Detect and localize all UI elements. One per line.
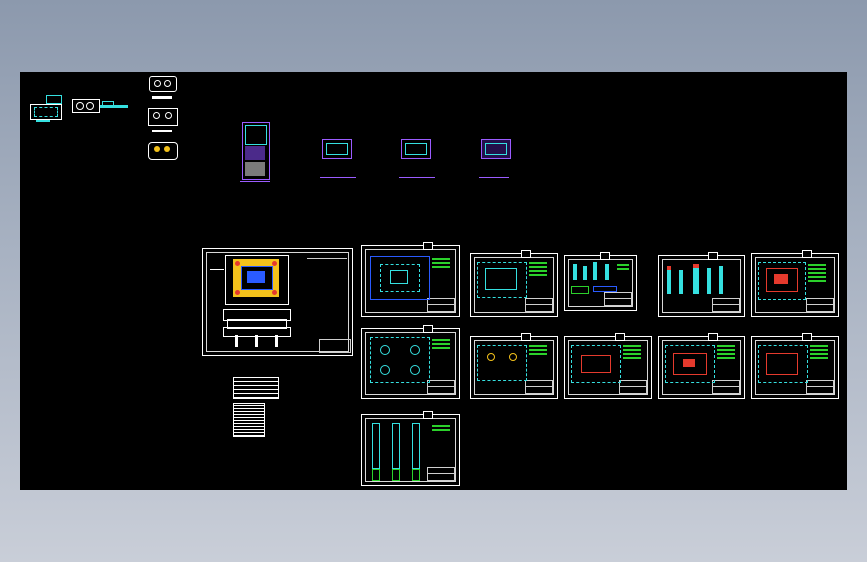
assembly-drawing-sheet[interactable] — [202, 248, 353, 356]
drawing-sheet-plate-8[interactable] — [751, 333, 839, 399]
drawing-sheet-plate-3[interactable] — [751, 250, 839, 317]
drawing-sheet-plate-5[interactable] — [470, 333, 558, 399]
part-view — [399, 139, 435, 178]
drawing-sheet-plate-6[interactable] — [564, 333, 652, 399]
part-view — [479, 139, 511, 178]
drawing-sheet-plate-1[interactable] — [361, 242, 460, 317]
strip-layout-preview — [30, 92, 62, 122]
part-preview-column — [146, 76, 180, 160]
dimension-callout-icon — [100, 105, 128, 108]
part-view-stacked — [240, 122, 270, 182]
bill-of-materials-table — [233, 377, 279, 399]
part-view — [320, 139, 356, 178]
drawing-sheet-guide-pins[interactable] — [361, 411, 460, 486]
drawing-sheet-plate-4[interactable] — [361, 325, 460, 399]
drawing-sheet-plate-7[interactable] — [658, 333, 745, 399]
strip-layout-preview — [72, 99, 114, 113]
drawing-sheet-punch-components-1[interactable] — [564, 252, 637, 311]
drawing-sheet-punch-components-2[interactable] — [658, 252, 745, 317]
drawing-sheet-plate-2[interactable] — [470, 250, 558, 317]
bill-of-materials-table — [233, 403, 265, 437]
cad-model-space-viewport[interactable] — [20, 72, 847, 490]
